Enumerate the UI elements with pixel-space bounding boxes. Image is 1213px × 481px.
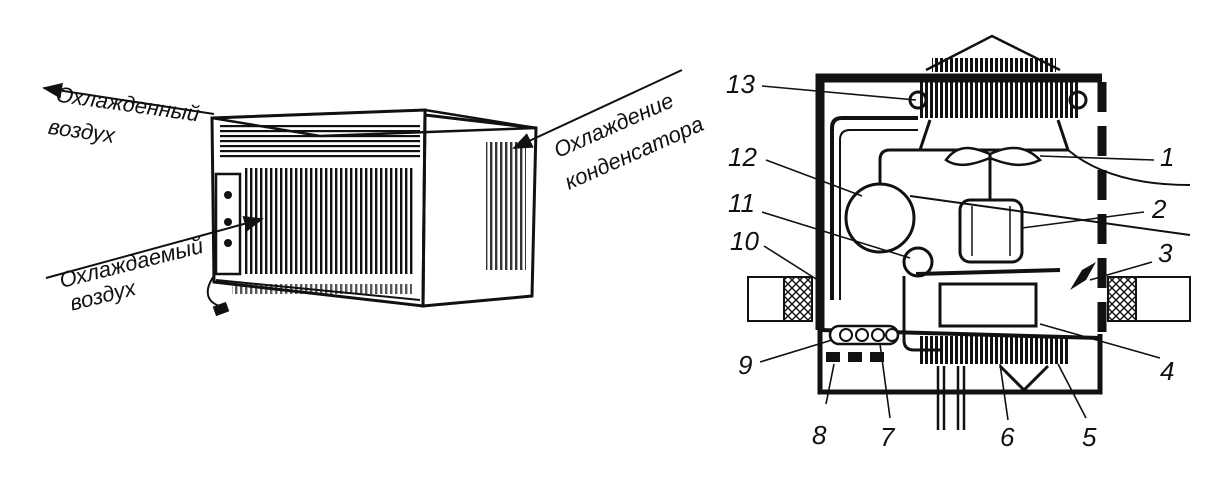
cooled-air-in-callout: Охлаждаемый воздух bbox=[45, 216, 264, 316]
callout-7: 7 bbox=[880, 422, 896, 452]
svg-text:воздух: воздух bbox=[47, 114, 118, 148]
callout-2: 2 bbox=[1151, 194, 1167, 224]
ac-knob-3 bbox=[224, 239, 232, 247]
callout-9: 9 bbox=[738, 350, 752, 380]
callout-8: 8 bbox=[812, 420, 827, 450]
ac-plug bbox=[212, 301, 230, 317]
ac-unit-illustration bbox=[206, 108, 538, 317]
outlet-louvers bbox=[932, 58, 1056, 72]
callout-1: 1 bbox=[1160, 142, 1174, 172]
pipe-1 bbox=[830, 116, 918, 300]
callout-5: 5 bbox=[1082, 422, 1097, 452]
ac-power-cord bbox=[206, 275, 221, 307]
cooled-air-out-label-2: воздух bbox=[47, 114, 118, 148]
fan-blades bbox=[944, 146, 1043, 167]
callout-11: 11 bbox=[728, 188, 755, 218]
drain-pan bbox=[817, 330, 1103, 395]
callout-3: 3 bbox=[1158, 238, 1173, 268]
callout-12: 12 bbox=[728, 142, 757, 172]
wall-right-outer bbox=[1135, 276, 1191, 322]
evaporator-coil bbox=[938, 282, 1038, 328]
wall-left-outer bbox=[747, 276, 785, 322]
damper bbox=[1070, 262, 1096, 290]
ac-outlet-louvers bbox=[220, 124, 420, 158]
callout-13: 13 bbox=[726, 69, 755, 99]
ac-knob-1 bbox=[224, 191, 232, 199]
lower-coil bbox=[918, 336, 1068, 364]
condenser-cooling-callout: Охлаждение конденсатора bbox=[512, 69, 707, 195]
receiver bbox=[902, 246, 934, 278]
ac-knob-2 bbox=[224, 218, 232, 226]
ac-front-panel bbox=[210, 108, 427, 308]
schematic-diagram bbox=[747, 34, 1191, 430]
condenser-coil bbox=[918, 82, 1078, 118]
callout-10: 10 bbox=[730, 226, 759, 256]
callout-6: 6 bbox=[1000, 422, 1015, 452]
cooled-air-out-callout: Охлажденный воздух bbox=[42, 82, 215, 148]
fan-motor bbox=[958, 198, 1024, 264]
ac-side-vents bbox=[486, 142, 526, 270]
wall-left-insulation bbox=[783, 276, 813, 322]
ac-intake-grille bbox=[244, 168, 414, 274]
housing-wall bbox=[815, 73, 1102, 330]
wall-right-insulation bbox=[1107, 276, 1137, 322]
callout-numbers: 13 12 11 10 9 8 7 6 5 4 3 2 1 bbox=[726, 69, 1174, 452]
callout-4: 4 bbox=[1160, 356, 1174, 386]
